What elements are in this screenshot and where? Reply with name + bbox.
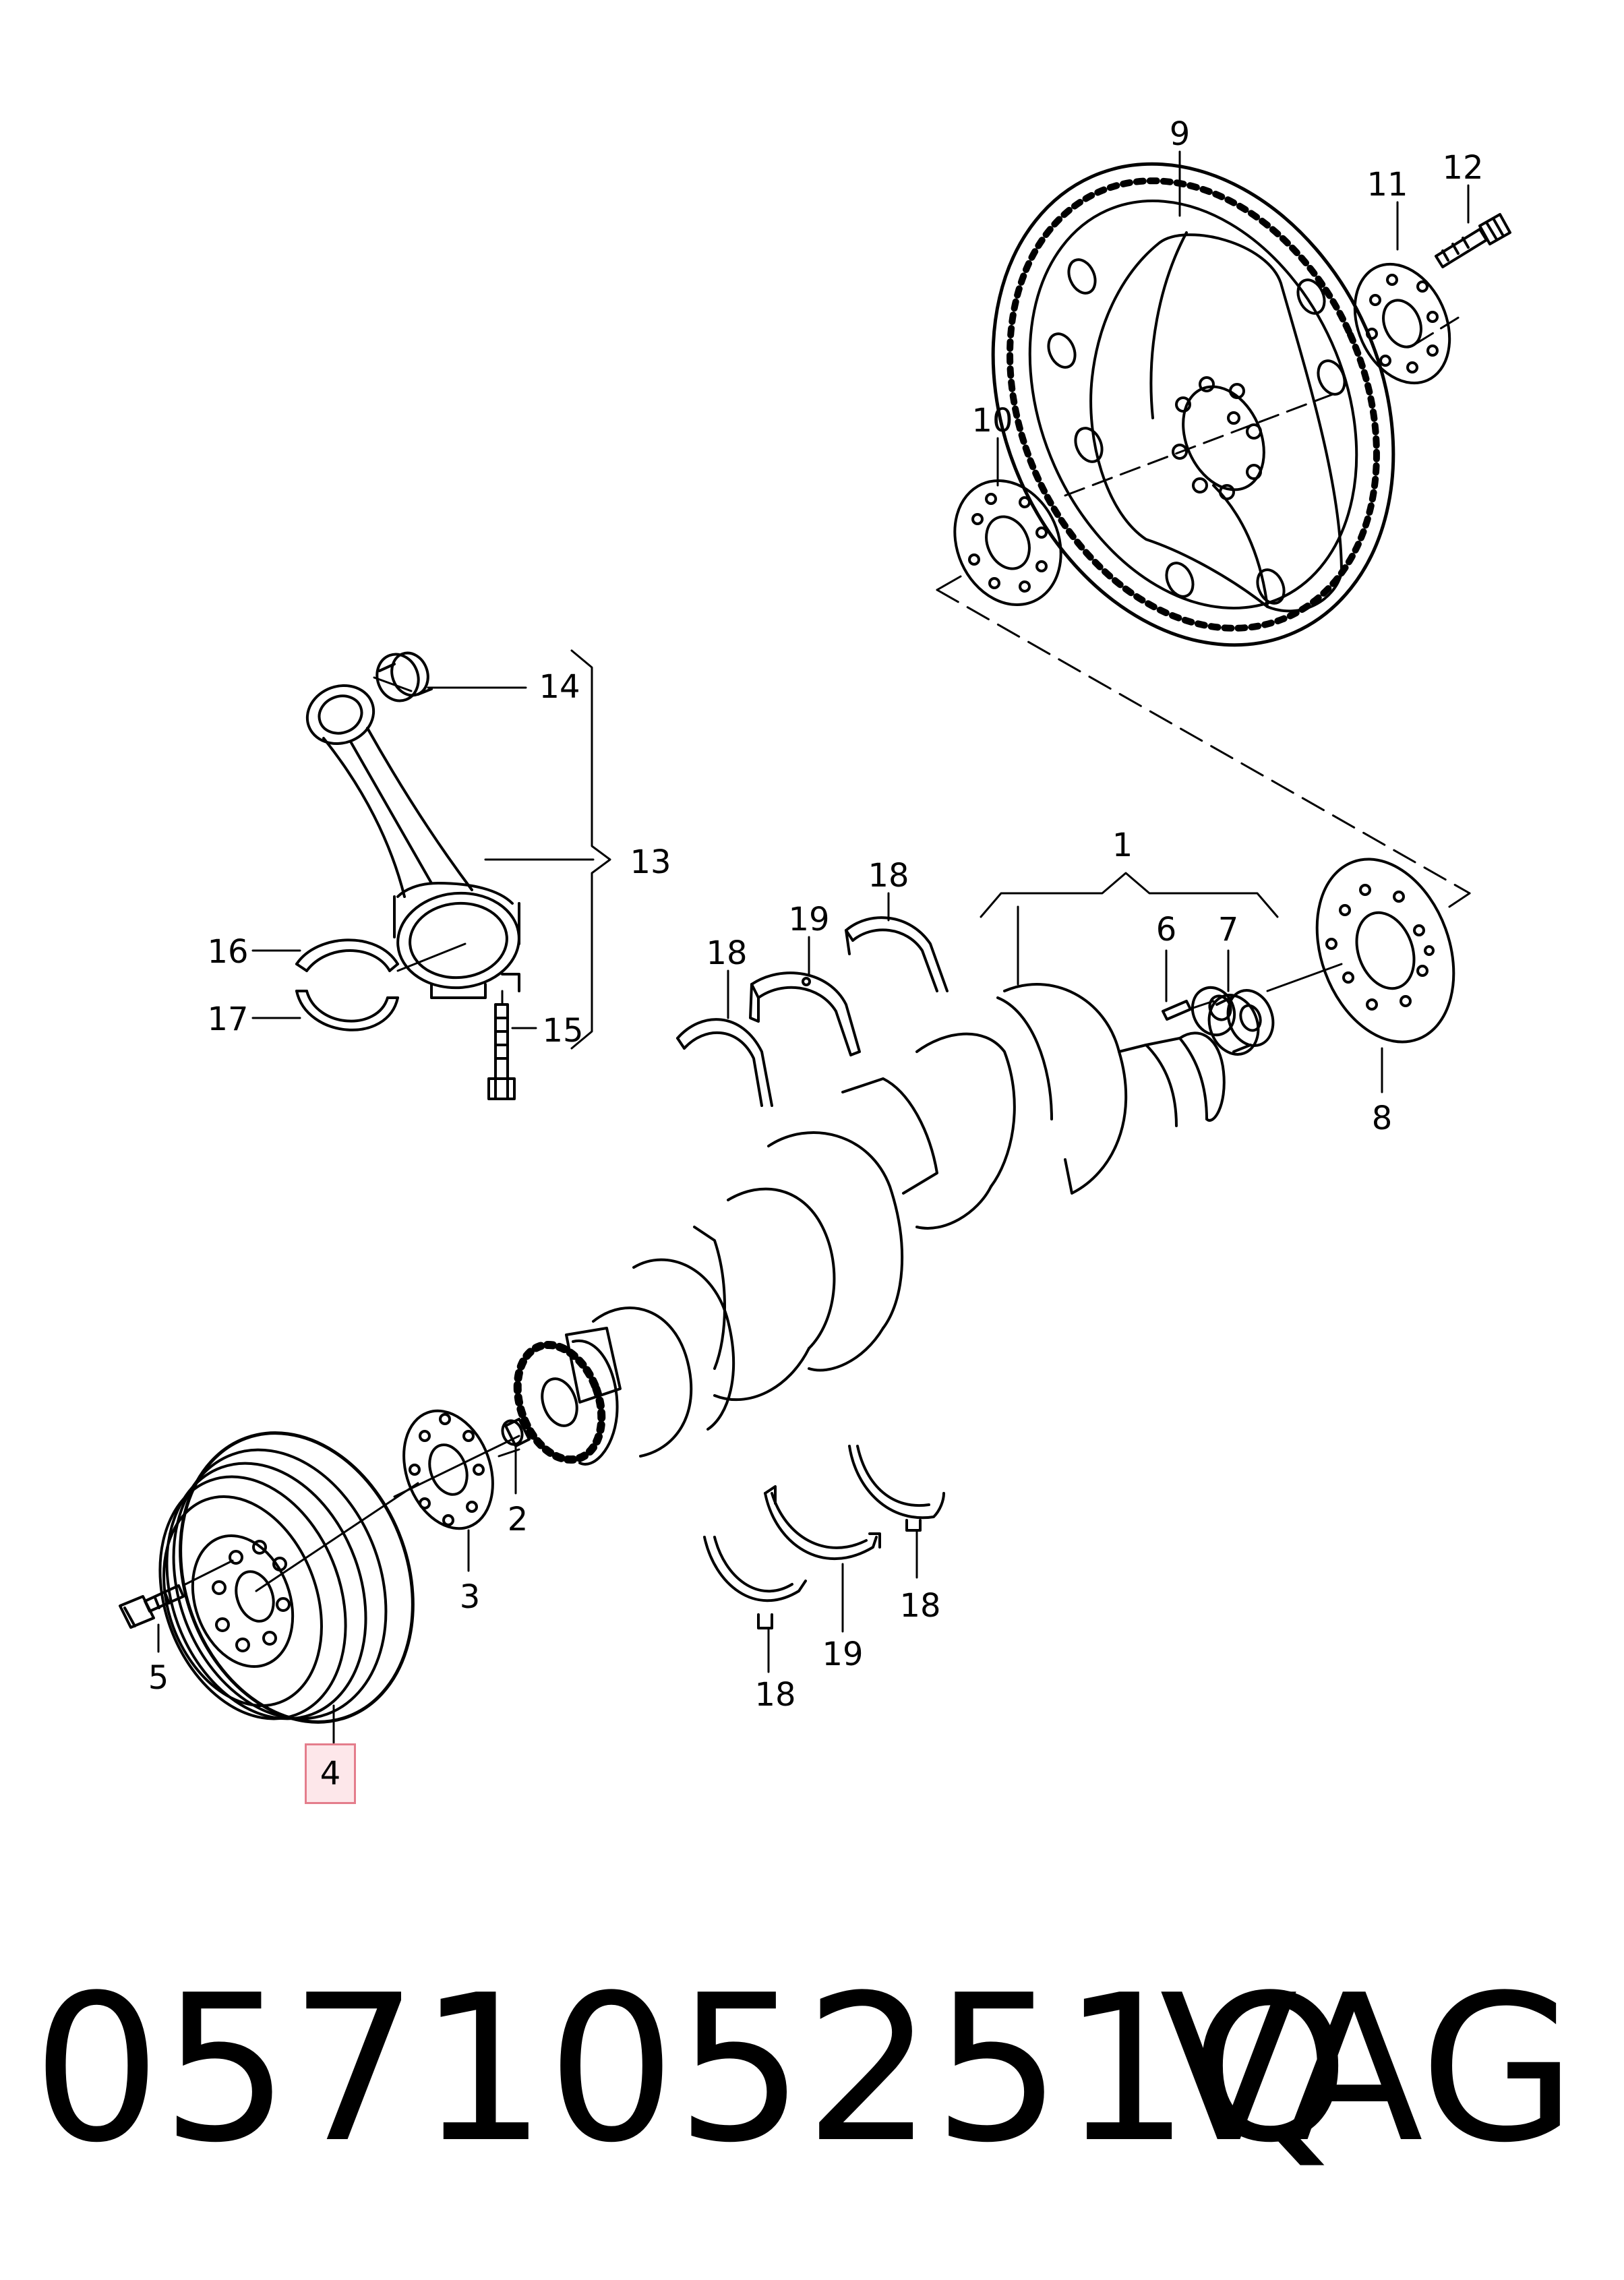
flywheel <box>991 162 1395 647</box>
callout-13: 13 <box>630 843 671 881</box>
callout-14: 14 <box>539 668 580 706</box>
callout-labels: 1 2 3 5 6 7 8 9 10 11 12 13 14 15 16 17 … <box>148 115 1484 1714</box>
callout-6: 6 <box>1156 911 1177 949</box>
main-bearing-shell-19-lower <box>764 1485 881 1561</box>
callout-10: 10 <box>971 402 1013 440</box>
clamping-plate-part-11 <box>1353 262 1451 385</box>
crankshaft-sprocket <box>513 1339 619 1466</box>
callout-11: 11 <box>1366 166 1408 204</box>
connecting-rod-part-13 <box>305 684 520 999</box>
callout-19-lower: 19 <box>822 1636 863 1673</box>
small-end-bush-part-14 <box>375 651 433 702</box>
rod-bearing-shell-upper-part-16 <box>295 938 399 972</box>
vibration-damper-pulley-part-4 <box>158 1431 415 1724</box>
callout-15: 15 <box>542 1012 583 1050</box>
rod-bearing-shell-lower-part-17 <box>295 990 399 1031</box>
callout-18-upper-right: 18 <box>868 857 909 895</box>
callout-12: 12 <box>1442 149 1483 187</box>
callout-7: 7 <box>1218 911 1239 949</box>
callout-1: 1 <box>1112 827 1133 864</box>
pulley-bolt-part-5 <box>119 1584 185 1629</box>
callout-17: 17 <box>207 1000 248 1038</box>
callout-18-upper-left: 18 <box>706 934 747 972</box>
main-bearing-shell-18-lower-left <box>703 1536 807 1629</box>
callout-19-upper: 19 <box>788 901 829 938</box>
needle-bearing-part-7 <box>1207 989 1275 1056</box>
callout-18-lower-left: 18 <box>754 1676 795 1714</box>
assembly-axis-lines <box>184 316 1471 1592</box>
part-number: 057105251Q <box>32 1952 1350 2187</box>
callout-2: 2 <box>508 1501 529 1538</box>
callout-9: 9 <box>1170 115 1191 153</box>
thrust-washer-part-3 <box>402 1409 494 1530</box>
callout-5: 5 <box>148 1659 169 1697</box>
dowel-pin-part-6 <box>1162 1000 1192 1021</box>
sender-wheel-part-8 <box>1315 858 1455 1044</box>
callout-16: 16 <box>207 933 248 971</box>
callout-4-highlighted: 4 <box>305 1743 356 1804</box>
flywheel-bolt-part-12 <box>1435 213 1511 268</box>
main-bearing-shell-18-upper-left <box>676 1018 773 1107</box>
callout-8: 8 <box>1372 1100 1393 1137</box>
brand-label: VAG <box>1160 1952 1577 2187</box>
main-bearing-shell-18-upper-right <box>845 916 949 992</box>
main-bearing-shell-18-lower-right <box>848 1445 945 1532</box>
crankshaft-part-1 <box>565 983 1236 1458</box>
main-bearing-shell-19-upper <box>749 971 861 1056</box>
callout-3: 3 <box>460 1578 481 1616</box>
rod-bolt-part-15 <box>487 1003 516 1100</box>
drive-plate-part-10 <box>953 479 1062 606</box>
callout-18-lower-right: 18 <box>899 1587 940 1625</box>
leader-lines <box>157 150 1470 1744</box>
